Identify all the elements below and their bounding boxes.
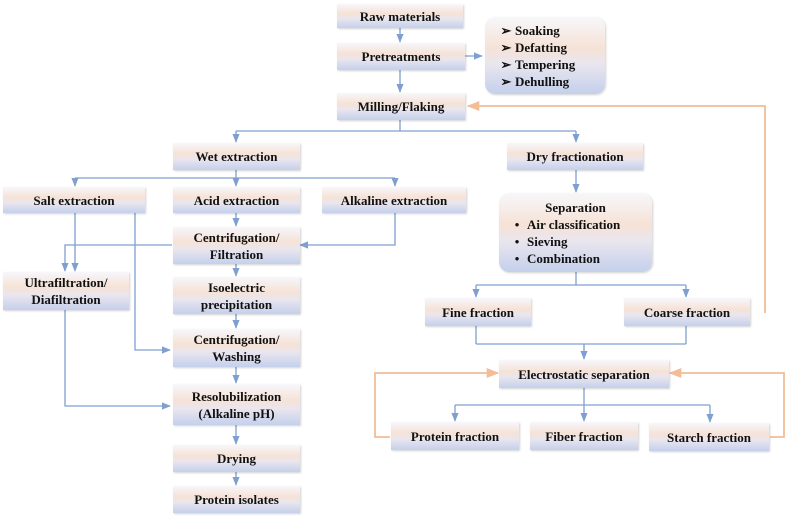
raw-materials-box: Raw materials (337, 4, 463, 28)
isoelectric-line: Isoelectric (207, 279, 266, 295)
feedback-coarse-to-milling (466, 100, 766, 313)
electrostatic-separation-box: Electrostatic separation (499, 360, 669, 388)
pretreatment-step-label: Dehulling (515, 73, 570, 89)
pretreatment-step: ➢Defatting (497, 39, 567, 56)
pretreatments-box: Pretreatments (337, 43, 465, 70)
wet-extraction-box: Wet extraction (173, 143, 300, 170)
separation-methods-list: • Air classification • Sieving • Combinatio… (499, 216, 621, 267)
ultrafiltration-line: Ultrafiltration/ (24, 275, 108, 290)
pretreatment-step: ➢Soaking (497, 22, 560, 39)
pretreatment-step-label: Soaking (515, 22, 560, 38)
separation-method-label: Sieving (527, 233, 568, 249)
dry-fractionation-box: Dry fractionation (507, 143, 643, 170)
separation-method: • Combination (507, 250, 620, 267)
line-wet-split (75, 170, 395, 179)
arrow-alkaline-to-centrifugation (299, 213, 396, 249)
centrifugation-washing-line: Centrifugation/ (193, 332, 280, 347)
centrifugation-washing-line: Washing (212, 349, 261, 364)
pretreatment-steps-box: ➢Soaking ➢Defatting ➢Tempering ➢Dehullin… (485, 17, 605, 94)
line-milling-split (236, 120, 576, 132)
ultrafiltration-diafiltration-box: Ultrafiltration/ Diafiltration (3, 272, 129, 310)
dot-bullet-icon: • (514, 216, 520, 232)
ultrafiltration-line: Diafiltration (31, 292, 101, 307)
dot-bullet-icon: • (514, 250, 520, 266)
resolubilization-box: Resolubilization (Alkaline pH) (173, 384, 300, 425)
centrifugation-washing-box: Centrifugation/ Washing (173, 329, 300, 367)
arrow-ultrafiltration-to-resolubilization (64, 310, 171, 410)
pretreatment-step: ➢Dehulling (497, 73, 570, 90)
protein-fraction-box: Protein fraction (391, 422, 519, 450)
fiber-fraction-box: Fiber fraction (530, 422, 638, 450)
milling-flaking-box: Milling/Flaking (337, 93, 465, 120)
starch-fraction-box: Starch fraction (649, 423, 769, 451)
separation-method: • Sieving (507, 233, 620, 250)
arrow-bullet-icon: ➢ (500, 39, 512, 55)
alkaline-extraction-box: Alkaline extraction (322, 187, 466, 213)
drying-box: Drying (173, 445, 300, 472)
feedback-protein-to-electrostatic (374, 367, 500, 438)
resolubilization-line: Resolubilization (191, 388, 282, 404)
resolubilization-line: (Alkaline pH) (198, 405, 275, 421)
protein-isolates-box: Protein isolates (173, 486, 300, 513)
coarse-fraction-box: Coarse fraction (624, 298, 750, 326)
acid-extraction-box: Acid extraction (173, 187, 300, 213)
arrow-salt-to-washing (134, 213, 171, 354)
dot-bullet-icon: • (514, 233, 520, 249)
fine-fraction-box: Fine fraction (425, 298, 531, 326)
pretreatment-step-label: Defatting (515, 39, 567, 55)
arrow-bullet-icon: ➢ (500, 73, 512, 89)
line-electrostatic-split (455, 388, 710, 406)
centrifugation-filtration-line: Filtration (209, 246, 264, 262)
isoelectric-line: precipitation (200, 296, 273, 312)
line-fractions-join (475, 326, 687, 345)
arrow-centrifugation-to-ultrafiltration (61, 244, 172, 272)
centrifugation-filtration-box: Centrifugation/ Filtration (173, 227, 300, 264)
salt-extraction-box: Salt extraction (3, 187, 145, 213)
separation-method-label: Combination (527, 250, 600, 266)
separation-title: Separation (545, 199, 606, 215)
separation-box: Separation • Air classification • Sieving … (499, 193, 652, 272)
isoelectric-precipitation-box: Isoelectric precipitation (173, 277, 300, 314)
separation-method: • Air classification (507, 216, 621, 233)
feedback-starch-to-electrostatic (668, 367, 785, 438)
pretreatment-step: ➢Tempering (497, 56, 576, 73)
centrifugation-filtration-line: Centrifugation/ (193, 229, 280, 245)
separation-method-label: Air classification (527, 216, 621, 232)
line-separation-split (476, 272, 686, 286)
arrow-bullet-icon: ➢ (500, 22, 512, 38)
arrow-bullet-icon: ➢ (500, 56, 512, 72)
pretreatment-step-label: Tempering (515, 56, 576, 72)
